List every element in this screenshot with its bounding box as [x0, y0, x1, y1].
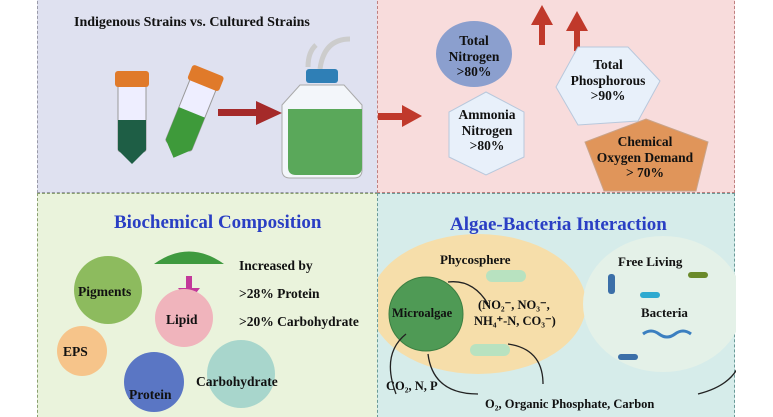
microalgae-cell	[388, 276, 464, 352]
protein-blob	[124, 352, 184, 412]
bacterium-icon	[608, 274, 615, 294]
increase-label: Increased by	[239, 258, 313, 273]
removal-shapes	[378, 5, 709, 192]
carbohydrate-blob	[207, 340, 275, 408]
interaction-title: Algae-Bacteria Interaction	[450, 214, 667, 235]
pigments-blob	[74, 256, 142, 324]
cod-pentagon	[584, 118, 709, 192]
carbohydrate-label: Carbohydrate	[196, 374, 278, 389]
strains-title: Indigenous Strains vs. Cultured Strains	[74, 15, 310, 30]
bacterium-icon	[688, 272, 708, 278]
test-tube-icon	[165, 65, 224, 158]
bacterium-icon	[486, 270, 526, 282]
culture-bottle-icon	[281, 36, 363, 179]
culture-illustration	[115, 36, 363, 179]
arrow-icon	[378, 105, 422, 127]
spiral-bacterium-icon	[642, 329, 692, 339]
biochem-title: Biochemical Composition	[114, 212, 322, 233]
outputs-label: O₂, Organic Phosphate, Carbon	[485, 397, 655, 411]
biochem-panel: Biochemical Composition Increased by >28…	[37, 193, 378, 417]
lipid-label: Lipid	[166, 312, 198, 327]
nutrients-line1: (NO₂⁻, NO₃⁻,	[478, 298, 550, 312]
microalgae-label: Microalgae	[392, 306, 453, 320]
algae-powder-icon	[154, 251, 224, 264]
phycosphere-label: Phycosphere	[440, 252, 511, 267]
arrow-icon	[218, 101, 282, 125]
total-nitrogen-ellipse	[436, 21, 512, 87]
free-living-label: Free Living	[618, 254, 683, 269]
bacterium-icon	[470, 344, 510, 356]
nutrients-line2: NH₄⁺-N, CO₃⁻)	[474, 314, 556, 328]
biochem-blobs	[57, 251, 275, 412]
test-tube-icon	[115, 71, 149, 164]
protein-label: Protein	[129, 387, 172, 402]
interaction-illustration	[378, 234, 736, 395]
ammonia-hexagon	[448, 91, 525, 176]
inputs-label: CO₂, N, P	[386, 379, 438, 393]
lipid-blob	[155, 289, 213, 347]
eps-blob	[57, 326, 107, 376]
eps-label: EPS	[63, 344, 88, 359]
carb-increase: >20% Carbohydrate	[239, 314, 359, 329]
interaction-panel: Algae-Bacteria Interaction Phycosphere M…	[377, 193, 736, 417]
strains-panel: Indigenous Strains vs. Cultured Strains	[37, 0, 378, 193]
flow-arrows	[389, 281, 736, 395]
phosphorous-heptagon	[555, 46, 661, 126]
up-arrow-icon	[566, 11, 588, 51]
protein-increase: >28% Protein	[239, 286, 320, 301]
free-living-region	[583, 236, 736, 372]
up-arrow-icon	[531, 5, 553, 45]
down-arrow-icon	[186, 276, 192, 290]
bacterium-icon	[618, 354, 638, 360]
bacterium-icon	[640, 292, 660, 298]
pigments-label: Pigments	[78, 284, 132, 299]
bacteria-label: Bacteria	[641, 305, 688, 320]
